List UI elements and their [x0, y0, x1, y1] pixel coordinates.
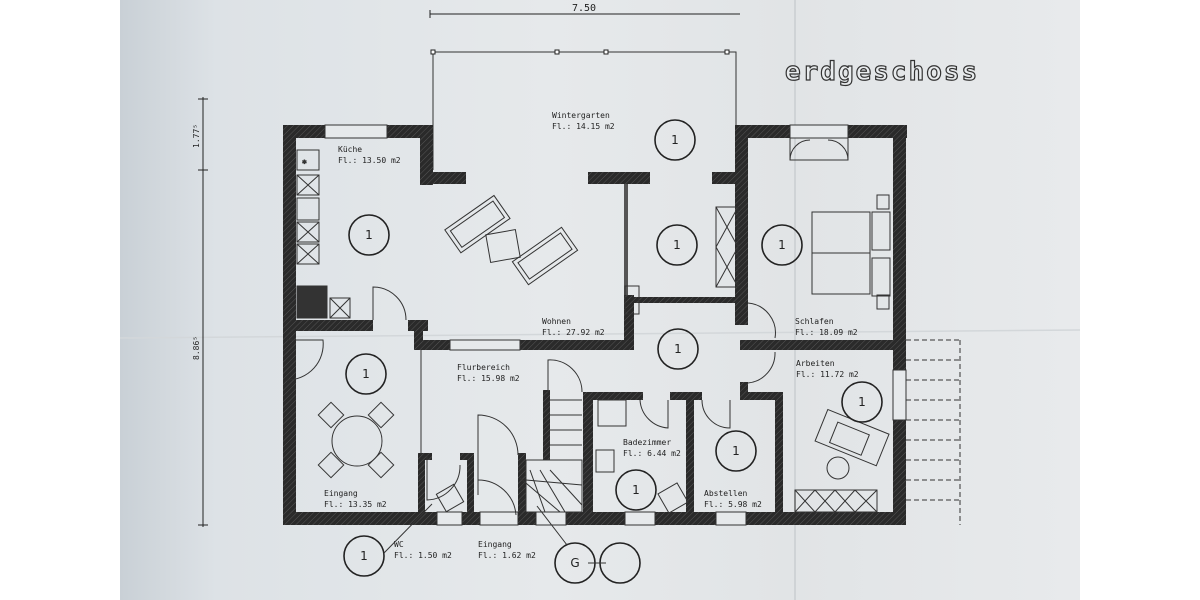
- room-name-eingang-entry: Eingang: [478, 540, 512, 549]
- fold-line: [119, 329, 1081, 339]
- room-marker: 1: [654, 119, 696, 161]
- room-marker: 1: [761, 224, 803, 266]
- room-name-badezimmer: Badezimmer: [623, 438, 671, 447]
- room-name-wintergarten: Wintergarten: [552, 111, 610, 120]
- svg-text:1: 1: [632, 483, 640, 497]
- walls: [283, 124, 907, 526]
- room-area-wohnen: Fl.: 27.92 m2: [542, 328, 605, 337]
- room-name-kueche: Küche: [338, 145, 362, 154]
- room-area-abstellen: Fl.: 5.98 m2: [704, 500, 762, 509]
- svg-text:1: 1: [674, 342, 682, 356]
- svg-text:1: 1: [671, 133, 679, 147]
- dimension-top-label: 7.50: [572, 3, 596, 14]
- room-marker: 1: [656, 224, 698, 266]
- svg-text:1: 1: [360, 549, 368, 563]
- room-labels: Küche Fl.: 13.50 m2 Wintergarten Fl.: 14…: [324, 111, 859, 560]
- furniture: *: [296, 149, 961, 525]
- room-marker: 1: [348, 214, 390, 256]
- paper-sheet: [120, 0, 1080, 600]
- svg-text:1: 1: [858, 395, 866, 409]
- dimension-left: 1.77⁵ 8.86⁵: [192, 97, 208, 527]
- room-name-abstellen: Abstellen: [704, 489, 748, 498]
- room-area-kueche: Fl.: 13.50 m2: [338, 156, 401, 165]
- room-marker: 1: [715, 430, 757, 472]
- svg-text:1: 1: [362, 367, 370, 381]
- room-marker: 1: [657, 328, 699, 370]
- room-area-eingang-dining: Fl.: 13.35 m2: [324, 500, 387, 509]
- room-area-wintergarten: Fl.: 14.15 m2: [552, 122, 615, 131]
- svg-text:1: 1: [673, 238, 681, 252]
- plan-title: erdgeschoss: [785, 57, 979, 87]
- dimension-top: 7.50: [429, 3, 740, 18]
- room-marker: 1: [345, 353, 387, 395]
- room-area-flurbereich: Fl.: 15.98 m2: [457, 374, 520, 383]
- room-area-badezimmer: Fl.: 6.44 m2: [623, 449, 681, 458]
- dimension-left-upper: 1.77⁵: [192, 124, 201, 148]
- room-marker: 1: [615, 469, 657, 511]
- room-name-wc: WC: [394, 540, 404, 549]
- room-marker: 1: [841, 381, 883, 423]
- room-name-wohnen: Wohnen: [542, 317, 571, 326]
- room-area-eingang-entry: Fl.: 1.62 m2: [478, 551, 536, 560]
- room-name-eingang-dining: Eingang: [324, 489, 358, 498]
- svg-text:1: 1: [732, 444, 740, 458]
- room-area-arbeiten: Fl.: 11.72 m2: [796, 370, 859, 379]
- svg-text:1: 1: [778, 238, 786, 252]
- room-name-arbeiten: Arbeiten: [796, 359, 835, 368]
- svg-text:G: G: [570, 556, 579, 570]
- room-name-flurbereich: Flurbereich: [457, 363, 510, 372]
- room-area-wc: Fl.: 1.50 m2: [394, 551, 452, 560]
- room-name-schlafen: Schlafen: [795, 317, 834, 326]
- doors: [286, 138, 849, 516]
- wintergarten-glazing: [430, 49, 737, 180]
- room-marker: 1: [343, 535, 385, 577]
- svg-text:*: *: [302, 159, 307, 168]
- room-markers: 1 1 1 1 1 1 1 1 1 1 G: [343, 119, 883, 584]
- dimension-left-total: 8.86⁵: [192, 336, 201, 360]
- room-area-schlafen: Fl.: 18.09 m2: [795, 328, 858, 337]
- staircase: [519, 399, 583, 513]
- svg-text:1: 1: [365, 228, 373, 242]
